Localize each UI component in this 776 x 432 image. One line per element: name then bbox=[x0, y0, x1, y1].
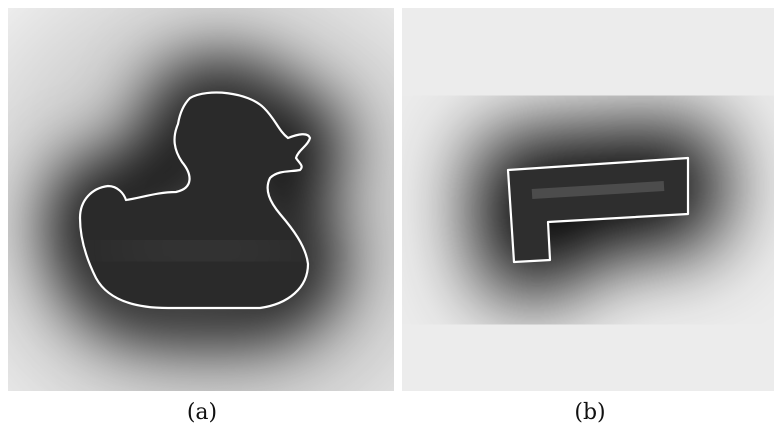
panel-a-image bbox=[8, 8, 394, 391]
lshape-contour bbox=[506, 156, 690, 264]
caption-b: (b) bbox=[574, 400, 606, 425]
panel-a-interior-highlight bbox=[116, 233, 287, 268]
caption-a: (a) bbox=[186, 400, 218, 425]
duck-contour bbox=[78, 91, 312, 310]
panel-b-image bbox=[402, 8, 774, 391]
panel-b-lshape-distance-field bbox=[402, 8, 774, 391]
panel-b-interior-ridge bbox=[531, 181, 665, 199]
panel-a-duck-distance-field bbox=[8, 8, 394, 391]
